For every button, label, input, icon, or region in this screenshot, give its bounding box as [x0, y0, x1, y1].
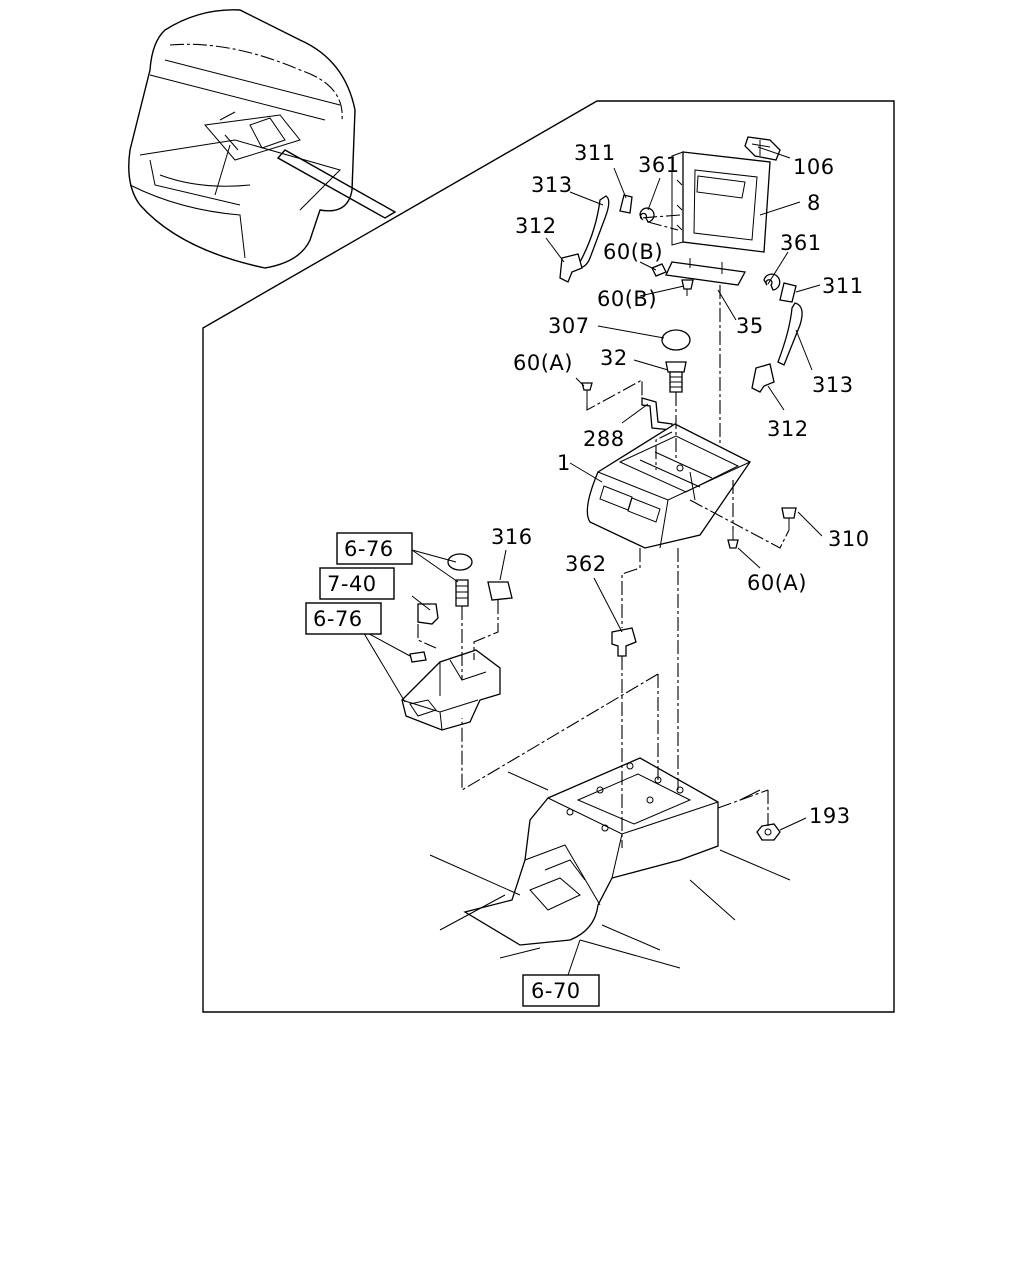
label-60B-bottom: 60(B) [597, 287, 657, 311]
screw-60A-upper [581, 382, 593, 405]
bezel-part-8 [671, 151, 771, 253]
label-361-right: 361 [780, 231, 822, 255]
ref-6-76-bottom: 6-76 [313, 607, 363, 631]
label-311-top: 311 [574, 141, 616, 165]
bracket-part-35 [665, 258, 747, 286]
label-106: 106 [793, 155, 835, 179]
cap-part-307 [661, 329, 691, 351]
detail-frame [202, 100, 895, 1013]
screw-part-310 [781, 507, 797, 530]
screw-60B [651, 263, 694, 296]
label-1: 1 [557, 451, 571, 475]
label-307: 307 [548, 314, 590, 338]
part-labels: 106 8 311 361 313 312 60(B) 60(B) 361 31… [491, 141, 870, 828]
bolt-part-32 [665, 361, 687, 393]
label-362: 362 [565, 552, 607, 576]
label-311-right: 311 [822, 274, 864, 298]
leader-lines [361, 146, 823, 976]
label-60B-top: 60(B) [603, 240, 663, 264]
ref-6-76-top: 6-76 [344, 537, 394, 561]
label-193: 193 [809, 804, 851, 828]
label-361-top: 361 [638, 153, 680, 177]
cab-overview-illustration [128, 9, 397, 269]
floor-console-assembly [429, 757, 791, 969]
label-32: 32 [600, 346, 628, 370]
label-310: 310 [828, 527, 870, 551]
label-312-top: 312 [515, 214, 557, 238]
assembly-guide-lines [417, 214, 790, 848]
reference-labels: 6-76 7-40 6-76 6-70 [305, 532, 600, 1007]
label-313-right: 313 [812, 373, 854, 397]
bracket-part-362 [611, 627, 637, 657]
label-313-top: 313 [531, 173, 573, 197]
label-35: 35 [736, 314, 764, 338]
ref-6-70: 6-70 [531, 979, 581, 1003]
console-part-1 [586, 423, 751, 549]
bracket-part-288 [641, 397, 673, 431]
label-316: 316 [491, 525, 533, 549]
label-60A-bottom: 60(A) [747, 571, 807, 595]
screw-60A-lower [727, 530, 739, 549]
shift-console-body [401, 649, 501, 731]
label-60A-top: 60(A) [513, 351, 573, 375]
switch-parts [409, 553, 513, 663]
label-288: 288 [583, 427, 625, 451]
ref-7-40: 7-40 [327, 572, 377, 596]
label-312-right: 312 [767, 417, 809, 441]
nut-part-193 [756, 823, 781, 841]
lamp-fittings-left [559, 194, 655, 283]
label-8: 8 [807, 191, 821, 215]
lamp-fittings-right [751, 273, 803, 393]
